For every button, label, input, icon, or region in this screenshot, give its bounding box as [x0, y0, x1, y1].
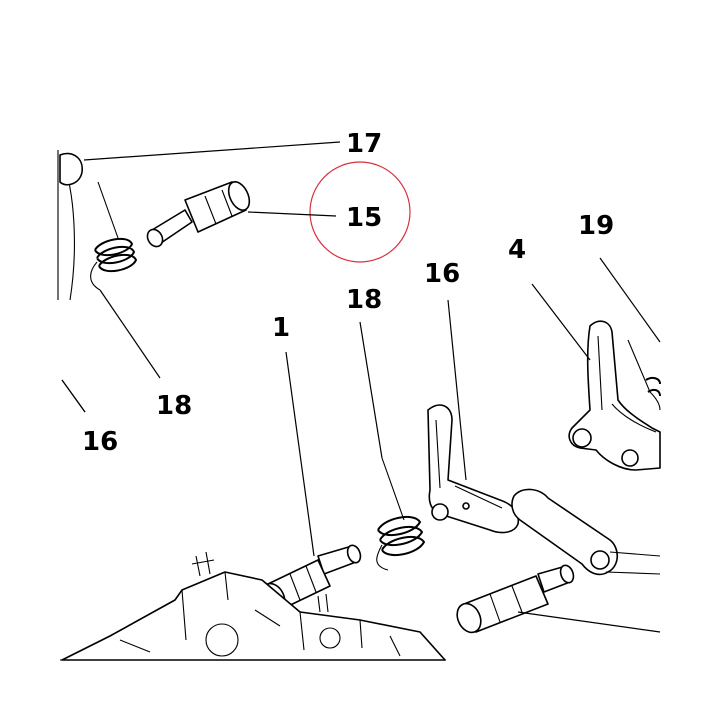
fork-part-4: [568, 320, 661, 471]
callout-1: 1: [272, 313, 290, 343]
callout-17: 17: [346, 129, 382, 159]
lever-part-16: [427, 404, 520, 534]
callout-18-center: 18: [346, 285, 382, 315]
highlight-circle: [309, 161, 411, 263]
callout-19: 19: [578, 211, 614, 241]
callout-15: 15: [346, 203, 382, 233]
pin-lower-right: [456, 564, 575, 634]
pin-part-15: [146, 181, 251, 248]
callout-4: 4: [508, 235, 526, 265]
callout-18-upper: 18: [156, 391, 192, 421]
link-arm: [511, 488, 661, 576]
spring-part-18-upper: [90, 181, 138, 291]
callout-16-left: 16: [82, 427, 118, 457]
gearbox-housing: [61, 551, 446, 661]
spring-part-19: [627, 339, 661, 411]
left-housing-fragment: [57, 150, 86, 413]
leader-lines: [61, 141, 661, 633]
callout-16-center: 16: [424, 259, 460, 289]
spring-part-18-lower: [376, 457, 426, 571]
